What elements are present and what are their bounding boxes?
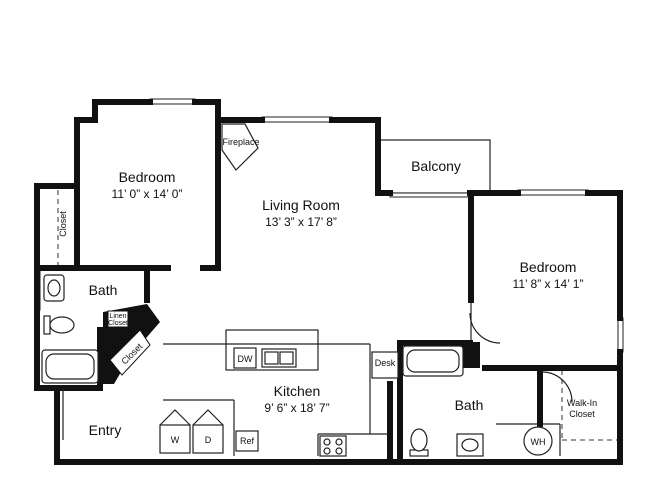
water-heater-icon: [523, 426, 553, 456]
bath-right-name: Bath: [455, 397, 484, 413]
balcony-name: Balcony: [411, 158, 461, 174]
living-room-name: Living Room: [262, 197, 340, 213]
interior-lines: [57, 139, 620, 456]
linen-closet-label-1: Linen: [109, 313, 126, 320]
dishwasher-label: DW: [238, 354, 253, 364]
linen-closet-label-2: Closet: [108, 320, 128, 327]
structural-column: [462, 342, 480, 368]
fireplace-label: Fireplace: [222, 137, 259, 147]
bath-left-name: Bath: [89, 282, 118, 298]
bedroom-right-name: Bedroom: [520, 259, 577, 275]
room-labels: Bedroom 11’ 0” x 14’ 0” Living Room 13’ …: [89, 158, 584, 438]
living-room-dims: 13’ 3” x 17’ 8”: [265, 215, 337, 229]
ref-label: Ref: [240, 436, 255, 446]
walls: [34, 99, 623, 465]
water-heater-label: WH: [531, 437, 546, 447]
kitchen-island: [225, 329, 319, 371]
walkin-label-1: Walk-In: [567, 398, 597, 408]
washer-label: W: [171, 435, 180, 445]
bedroom-left-name: Bedroom: [119, 169, 176, 185]
bedroom-left-dims: 11’ 0” x 14’ 0”: [112, 187, 183, 201]
dryer-label: D: [205, 435, 212, 445]
kitchen-dims: 9’ 6” x 18’ 7”: [264, 401, 329, 415]
desk-label: Desk: [375, 358, 396, 368]
walkin-label-2: Closet: [569, 409, 595, 419]
kitchen-name: Kitchen: [274, 383, 321, 399]
entry-name: Entry: [89, 422, 122, 438]
closet-left-label: Closet: [58, 211, 68, 237]
linen-closet: [103, 304, 160, 384]
bedroom-right-dims: 11’ 8” x 14’ 1”: [513, 277, 584, 291]
fireplace-icon: [221, 123, 259, 171]
fixtures: [41, 123, 573, 457]
